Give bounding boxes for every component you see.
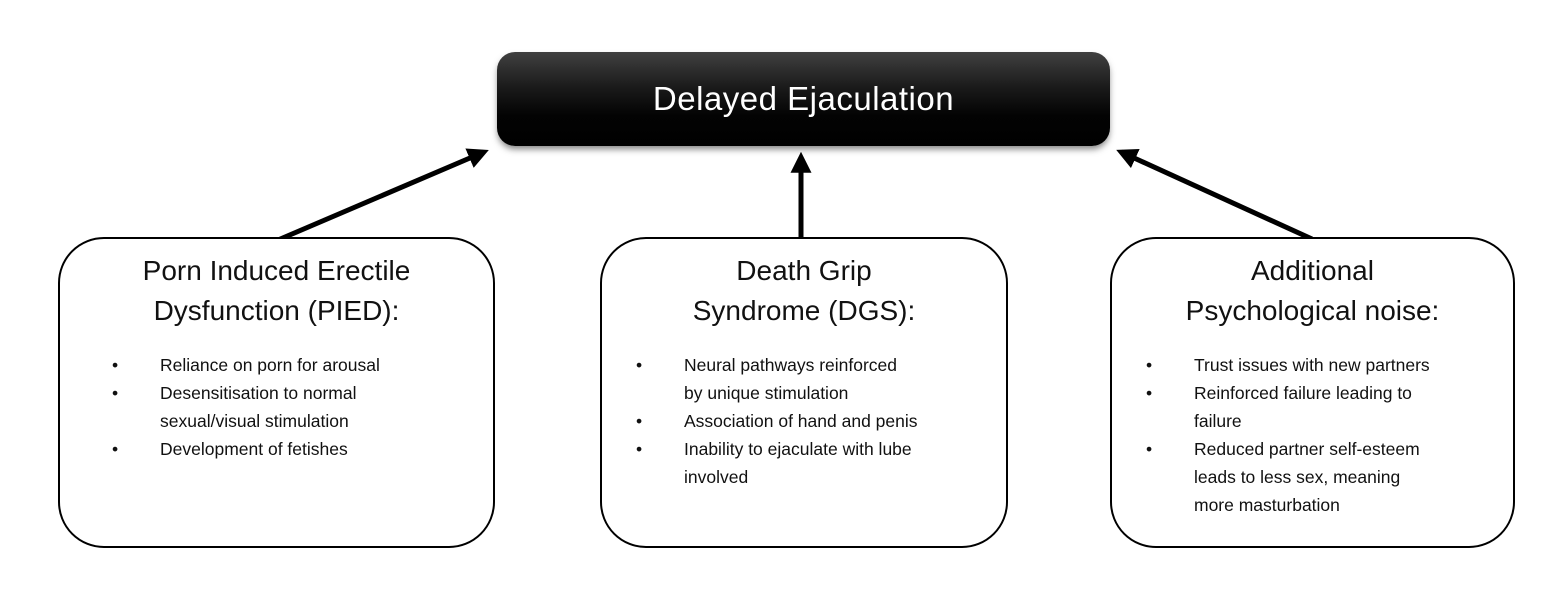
delayed-ejaculation-box: Delayed Ejaculation — [497, 52, 1110, 146]
cause-box-psych-noise-title: Additional Psychological noise: — [1112, 251, 1513, 331]
bullet-item: • Trust issues with new partners — [1146, 351, 1497, 379]
title-line: Psychological noise: — [1185, 295, 1440, 326]
bullet-text: Neural pathways reinforced by unique sti… — [684, 355, 898, 403]
cause-box-psych-noise: Additional Psychological noise: • Trust … — [1110, 237, 1515, 548]
cause-box-pied: Porn Induced Erectile Dysfunction (PIED)… — [58, 237, 495, 548]
bullet-icon: • — [1146, 383, 1153, 403]
bullet-item: • Reinforced failure leading to failure — [1146, 379, 1497, 435]
title-line: Porn Induced Erectile — [142, 255, 411, 286]
title-line: Dysfunction (PIED): — [153, 295, 400, 326]
bullet-text: Trust issues with new partners — [1194, 355, 1430, 375]
bullet-icon: • — [1146, 355, 1153, 375]
title-line: Syndrome (DGS): — [692, 295, 916, 326]
delayed-ejaculation-label: Delayed Ejaculation — [652, 80, 955, 117]
cause-box-dgs-title: Death Grip Syndrome (DGS): — [602, 251, 1006, 331]
bullet-item: • Desensitisation to normal sexual/visua… — [112, 379, 477, 435]
bullet-icon: • — [636, 355, 643, 375]
bullet-list-dgs: • Neural pathways reinforced by unique s… — [602, 351, 1006, 491]
bullet-item: • Neural pathways reinforced by unique s… — [636, 351, 990, 407]
bullet-item: • Development of fetishes — [112, 435, 477, 463]
bullet-icon: • — [636, 411, 643, 431]
cause-box-dgs: Death Grip Syndrome (DGS): • Neural path… — [600, 237, 1008, 548]
bullet-icon: • — [636, 439, 643, 459]
bullet-text: Reliance on porn for arousal — [160, 355, 380, 375]
arrow-pied-to-title — [277, 148, 489, 243]
title-line: Additional — [1251, 255, 1374, 286]
bullet-item: • Reliance on porn for arousal — [112, 351, 477, 379]
title-line: Death Grip — [736, 255, 872, 286]
bullet-list-pied: • Reliance on porn for arousal • Desensi… — [60, 351, 493, 463]
bullet-item: • Inability to ejaculate with lube invol… — [636, 435, 990, 491]
bullet-icon: • — [112, 355, 119, 375]
bullet-item: • Association of hand and penis — [636, 407, 990, 435]
cause-box-pied-title: Porn Induced Erectile Dysfunction (PIED)… — [60, 251, 493, 331]
bullet-icon: • — [112, 383, 119, 403]
bullet-icon: • — [112, 439, 119, 459]
bullet-text: Reinforced failure leading to failure — [1194, 383, 1412, 431]
arrow-psych-to-title — [1116, 148, 1314, 242]
bullet-text: Inability to ejaculate with lube involve… — [684, 439, 912, 487]
bullet-list-psych-noise: • Trust issues with new partners • Reinf… — [1112, 351, 1513, 519]
bullet-text: Reduced partner self-esteem leads to les… — [1194, 439, 1420, 515]
bullet-icon: • — [1146, 439, 1153, 459]
bullet-text: Development of fetishes — [160, 439, 348, 459]
bullet-item: • Reduced partner self-esteem leads to l… — [1146, 435, 1497, 519]
bullet-text: Desensitisation to normal sexual/visual … — [160, 383, 357, 431]
bullet-text: Association of hand and penis — [684, 411, 918, 431]
